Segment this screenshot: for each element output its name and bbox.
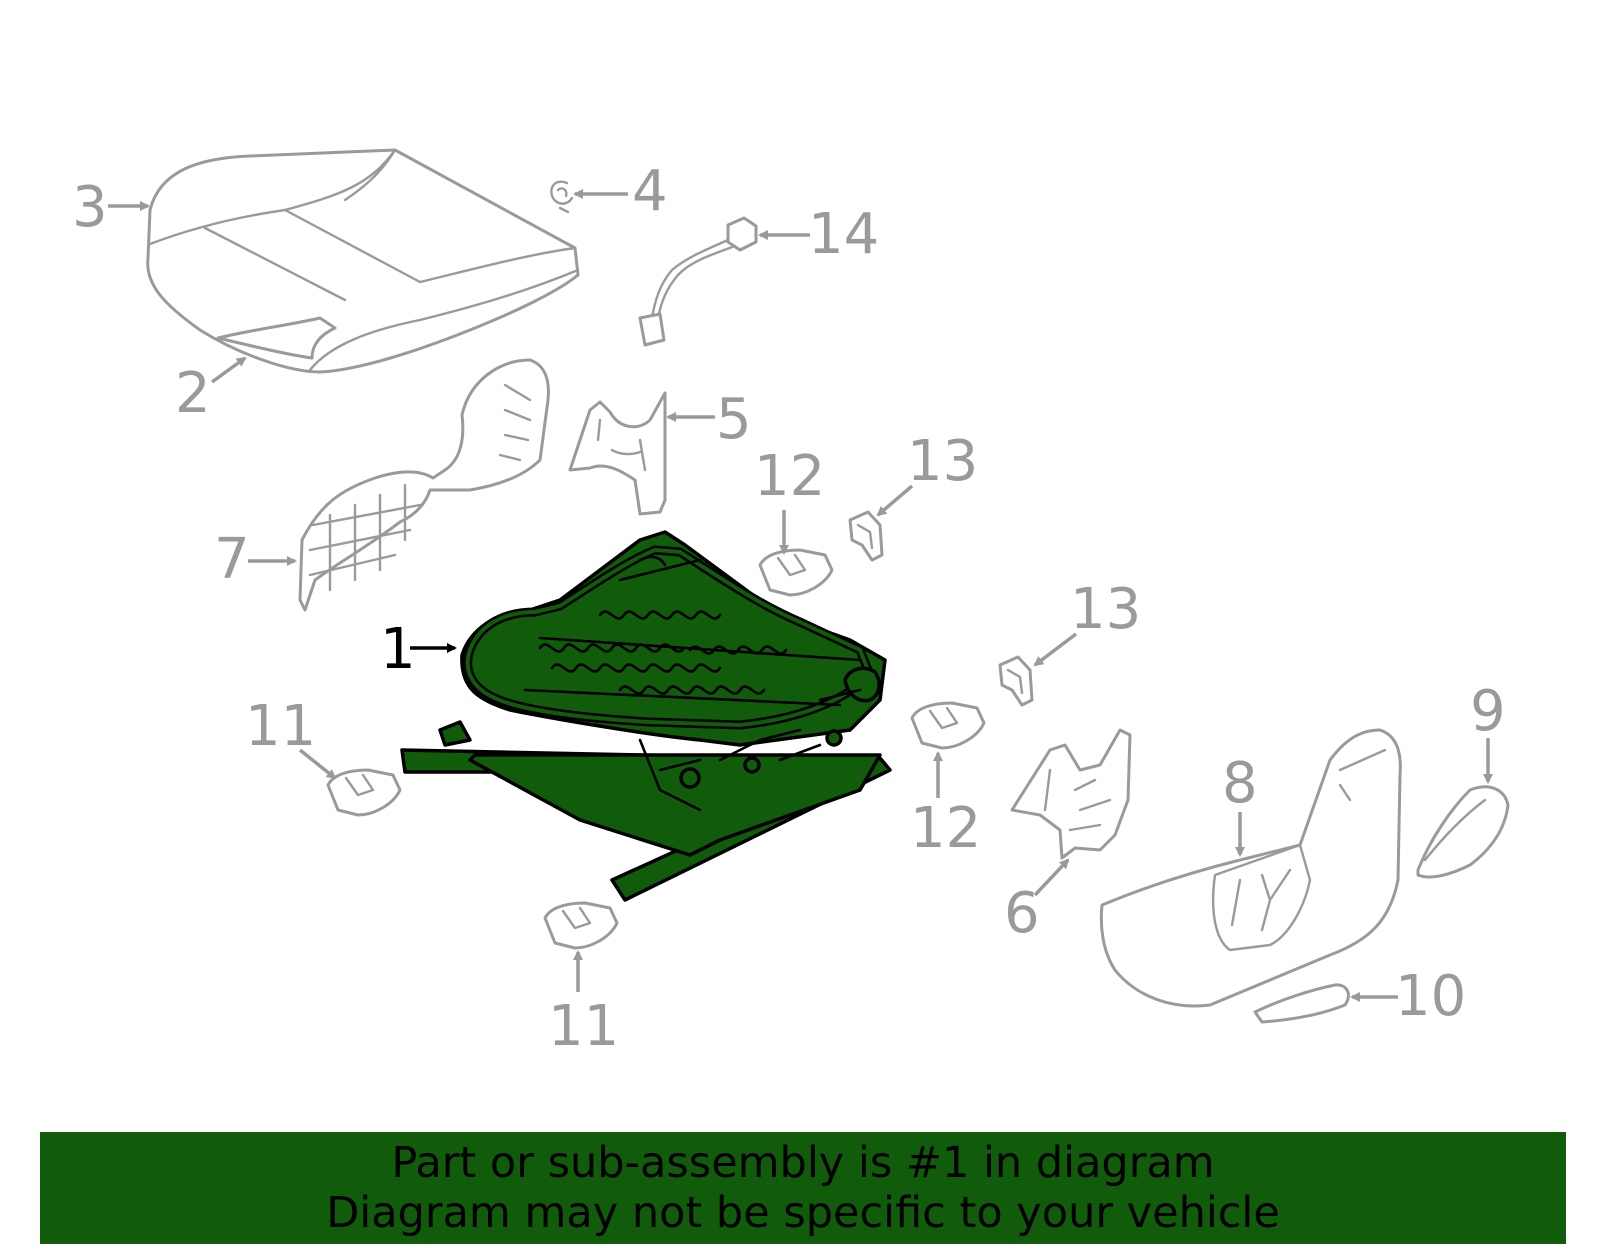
part-10-knob[interactable] xyxy=(1253,983,1350,1024)
part-14-harness[interactable] xyxy=(638,216,758,347)
part-1-seat-frame[interactable] xyxy=(400,530,892,902)
banner-line-1: Part or sub-assembly is #1 in diagram xyxy=(391,1138,1215,1188)
callout-9: 9 xyxy=(1470,679,1506,744)
leader-13-upper xyxy=(876,484,914,517)
part-9-knob[interactable] xyxy=(1416,785,1510,879)
callout-4: 4 xyxy=(632,159,668,224)
callout-11-left: 11 xyxy=(245,694,316,759)
part-3-seat-cover[interactable] xyxy=(146,148,580,374)
callout-7: 7 xyxy=(214,527,250,592)
part-5-bracket[interactable] xyxy=(568,391,667,516)
callout-12-lower: 12 xyxy=(910,796,981,861)
callout-10: 10 xyxy=(1395,964,1466,1029)
leader-13-lower xyxy=(1033,632,1078,667)
callout-5: 5 xyxy=(716,387,752,452)
callout-6: 6 xyxy=(1004,881,1040,946)
part-7-side-shield[interactable] xyxy=(298,358,550,612)
callout-2: 2 xyxy=(175,361,211,426)
callout-11-bottom: 11 xyxy=(548,994,619,1059)
info-banner: Part or sub-assembly is #1 in diagram Di… xyxy=(40,1132,1566,1244)
leader-6 xyxy=(1033,858,1070,897)
part-11-cap-left[interactable] xyxy=(326,768,402,817)
part-13-clip-upper[interactable] xyxy=(848,510,884,562)
banner-line-2: Diagram may not be specific to your vehi… xyxy=(326,1188,1280,1238)
callout-8: 8 xyxy=(1222,751,1258,816)
callout-1: 1 xyxy=(380,617,416,682)
part-13-clip-lower[interactable] xyxy=(998,655,1034,707)
part-2-seat-pad[interactable] xyxy=(216,316,337,360)
part-6-bracket[interactable] xyxy=(1010,728,1132,860)
leader-2 xyxy=(210,356,247,384)
part-8-outer-shield[interactable] xyxy=(1099,728,1402,1008)
callout-13-lower: 13 xyxy=(1070,577,1141,642)
leader-11-left xyxy=(298,748,337,780)
part-11-cap-bottom[interactable] xyxy=(543,901,619,950)
part-12-cap-lower[interactable] xyxy=(910,701,986,750)
callout-13-upper: 13 xyxy=(907,429,978,494)
callout-3: 3 xyxy=(72,175,108,240)
callout-12-upper: 12 xyxy=(754,444,825,509)
part-4-clip[interactable] xyxy=(550,180,574,214)
part-12-cap-upper[interactable] xyxy=(758,548,834,597)
callout-14: 14 xyxy=(808,202,879,267)
